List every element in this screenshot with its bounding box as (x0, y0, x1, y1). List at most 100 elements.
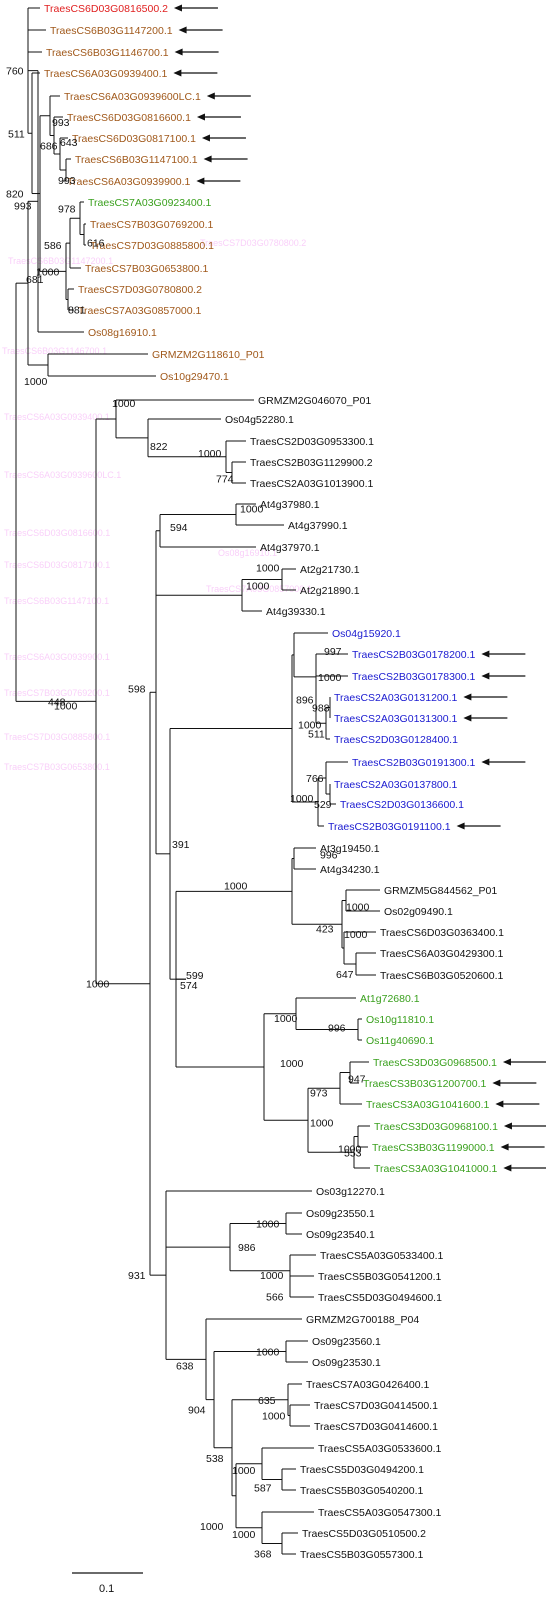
leaf-label: TraesCS2D03G0128400.1 (334, 734, 458, 746)
ghost-label: TraesCS6A03G0939400.1 (4, 412, 110, 422)
bootstrap-value: 553 (344, 1147, 362, 1159)
bootstrap-value: 1000 (232, 1529, 256, 1541)
bootstrap-value: 1000 (246, 580, 270, 592)
bootstrap-value: 1000 (256, 1219, 280, 1231)
bootstrap-value: 586 (44, 240, 62, 252)
leaf-label: TraesCS7D03G0885800.1 (90, 240, 214, 252)
arrow-icon (481, 758, 526, 766)
bootstrap-value: 822 (150, 441, 168, 453)
highlight-arrows (173, 4, 546, 1172)
bootstrap-value: 1000 (310, 1117, 334, 1129)
leaf-labels: TraesCS6D03G0816500.2TraesCS6B03G1147200… (44, 3, 504, 1561)
bootstrap-value: 881 (68, 305, 86, 317)
bootstrap-value: 1000 (260, 1270, 284, 1282)
bootstrap-value: 511 (8, 128, 25, 140)
bootstrap-value: 1000 (262, 1411, 286, 1423)
leaf-label: TraesCS5D03G0494600.1 (318, 1292, 442, 1304)
leaf-label: Os10g29470.1 (160, 371, 229, 383)
leaf-label: TraesCS2B03G0191300.1 (352, 757, 476, 769)
leaf-label: TraesCS2B03G0191100.1 (328, 821, 451, 833)
bootstrap-value: 947 (348, 1074, 366, 1086)
bootstrap-value: 1000 (344, 929, 368, 941)
leaf-label: At4g34230.1 (320, 864, 380, 876)
bootstrap-value: 896 (296, 695, 314, 707)
leaf-label: GRMZM5G844562_P01 (384, 885, 497, 897)
leaf-label: TraesCS7A03G0857000.1 (78, 305, 202, 317)
leaf-label: TraesCS6B03G1147100.1 (75, 154, 198, 166)
leaf-label: Os09g23540.1 (306, 1229, 375, 1241)
bootstrap-value: 1000 (280, 1058, 304, 1070)
leaf-label: GRMZM2G046070_P01 (258, 395, 371, 407)
arrow-icon (174, 48, 219, 56)
bootstrap-value: 996 (320, 850, 338, 862)
bootstrap-value: 820 (6, 189, 24, 201)
bootstrap-value: 904 (188, 1405, 206, 1417)
bootstrap-value: 1000 (290, 793, 314, 805)
ghost-label: Os08g16910.1 (218, 548, 277, 558)
arrow-icon (206, 92, 251, 100)
arrow-icon (173, 69, 218, 77)
bootstrap-value: 996 (328, 1023, 346, 1035)
bootstrap-value: 1000 (54, 700, 78, 712)
bootstrap-value: 1000 (232, 1465, 256, 1477)
leaf-label: At1g72680.1 (360, 993, 420, 1005)
leaf-label: TraesCS6D03G0363400.1 (380, 927, 504, 939)
bootstrap-value: 997 (324, 646, 342, 658)
bootstrap-value: 1000 (112, 398, 136, 410)
bootstrap-value: 529 (314, 799, 332, 811)
bootstrap-value: 993 (14, 200, 32, 212)
ghost-label: TraesCS6D03G0817100.1 (4, 560, 110, 570)
ghost-label: TraesCS6B03G1147200.1 (8, 256, 113, 266)
arrow-icon (196, 177, 241, 185)
leaf-label: TraesCS6A03G0939400.1 (44, 68, 168, 80)
leaf-label: Os04g15920.1 (332, 628, 401, 640)
scale-bar-label: 0.1 (99, 1583, 114, 1595)
bootstrap-value: 448 (48, 696, 66, 708)
leaf-label: TraesCS2A03G1013900.1 (250, 478, 374, 490)
bootstrap-value: 1000 (24, 376, 48, 388)
bootstrap-value: 774 (216, 474, 234, 486)
bootstrap-value: 635 (258, 1395, 276, 1407)
ghost-label: TraesCS6B03G1147100.1 (4, 596, 109, 606)
leaf-label: TraesCS6B03G1147200.1 (50, 25, 173, 37)
bootstrap-value: 766 (306, 773, 324, 785)
bootstrap-value: 973 (310, 1087, 328, 1099)
leaf-label: TraesCS2D03G0953300.1 (250, 436, 374, 448)
leaf-label: Os09g23530.1 (312, 1357, 381, 1369)
scale-bar: 0.1 (72, 1572, 143, 1595)
leaf-label: TraesCS2D03G0136600.1 (340, 799, 464, 811)
bootstrap-value: 638 (176, 1360, 194, 1372)
leaf-label: TraesCS7A03G0923400.1 (88, 197, 212, 209)
arrow-icon (201, 134, 246, 142)
leaf-label: TraesCS7B03G0653800.1 (85, 263, 209, 275)
leaf-label: TraesCS6A03G0429300.1 (380, 948, 504, 960)
ghost-label: TraesCS7A03G0857000.1 (206, 584, 312, 594)
ghost-label: TraesCS7B03G0769200.1 (4, 688, 110, 698)
leaf-label: TraesCS6B03G1146700.1 (46, 47, 169, 59)
leaf-label: Os03g12270.1 (316, 1186, 385, 1198)
leaf-label: At4g37970.1 (260, 542, 320, 554)
bootstrap-value: 760 (6, 66, 24, 78)
leaf-label: TraesCS3A03G1041000.1 (374, 1163, 498, 1175)
leaf-label: TraesCS7D03G0414600.1 (314, 1421, 438, 1433)
leaf-label: TraesCS2A03G0137800.1 (334, 779, 458, 791)
leaf-label: TraesCS3D03G0968500.1 (373, 1057, 497, 1069)
leaf-label: Os11g40690.1 (366, 1035, 434, 1047)
bootstrap-value: 566 (266, 1292, 284, 1304)
leaf-label: TraesCS2B03G0178300.1 (352, 671, 476, 683)
bootstrap-value: 1000 (256, 1347, 280, 1359)
leaf-label: TraesCS6D03G0816500.2 (44, 3, 168, 15)
arrow-icon (492, 1079, 537, 1087)
ghost-label: TraesCS6A03G0939600LC.1 (4, 470, 121, 480)
arrow-icon (503, 1164, 546, 1172)
leaf-label: At2g21730.1 (300, 564, 360, 576)
bootstrap-value: 598 (128, 683, 146, 695)
bootstrap-value: 423 (316, 923, 334, 935)
faint-background-labels: TraesCS6B03G1147200.1TraesCS6B03G1146700… (2, 238, 312, 772)
leaf-label: TraesCS7A03G0426400.1 (306, 1379, 430, 1391)
ghost-label: TraesCS6A03G0939900.1 (4, 652, 110, 662)
leaf-label: TraesCS7D03G0780800.2 (78, 284, 202, 296)
bootstrap-value: 1000 (200, 1521, 224, 1533)
leaf-label: At4g37990.1 (288, 520, 348, 532)
